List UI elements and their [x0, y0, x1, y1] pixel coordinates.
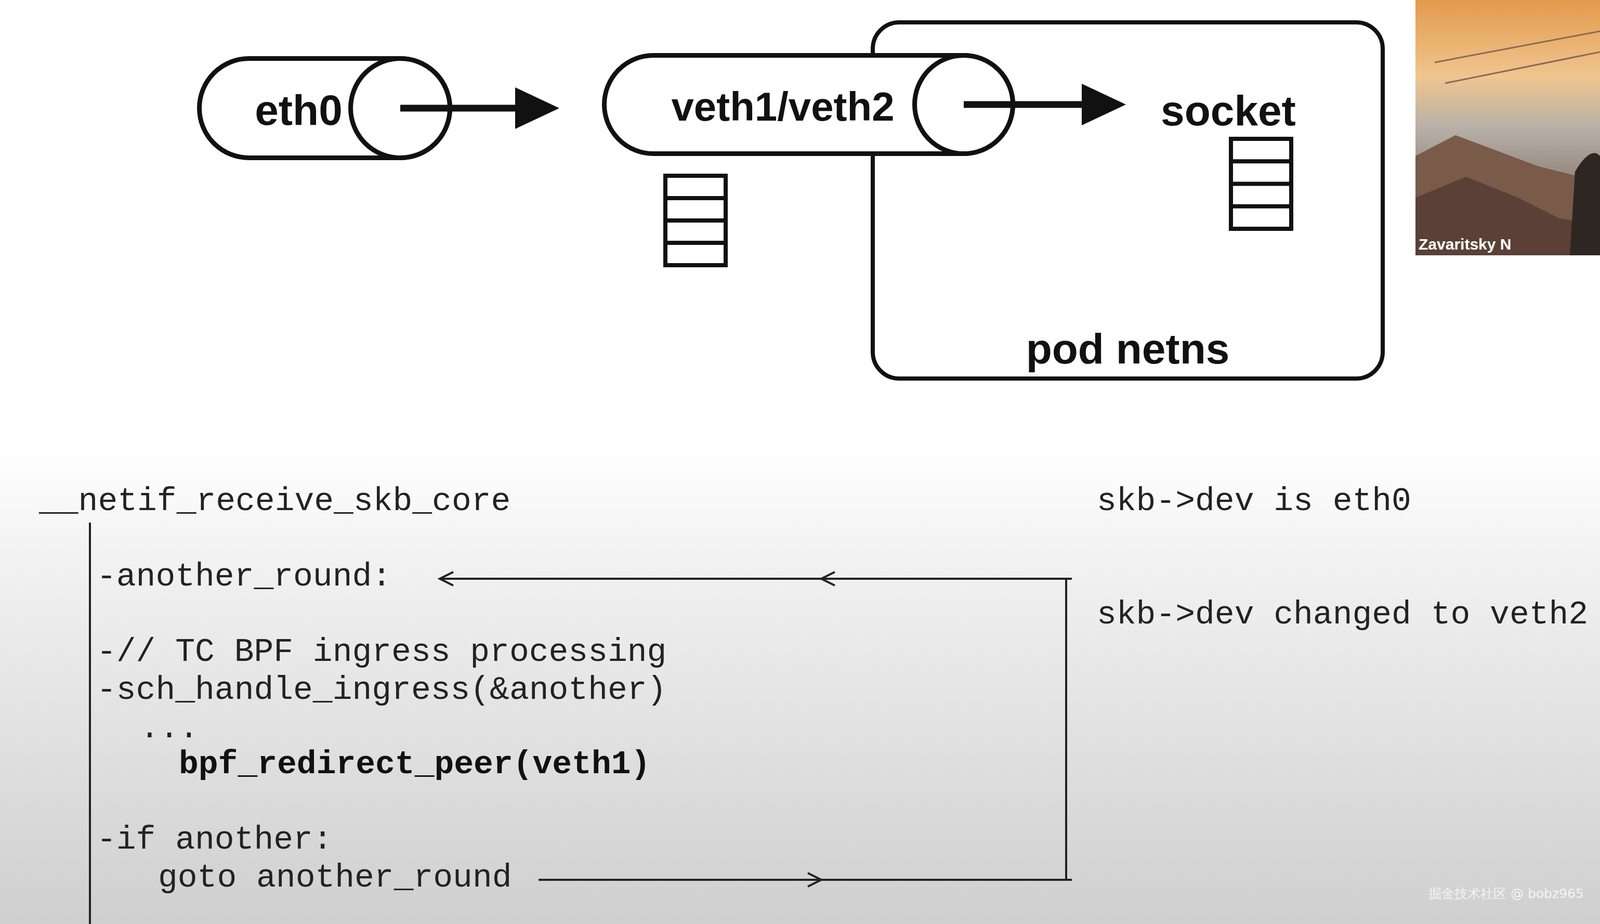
loop-line — [439, 577, 1067, 580]
interface-pipe: eth0 — [197, 56, 453, 161]
namespace-name: pod netns — [874, 327, 1381, 371]
queue-symbol — [1152, 87, 1304, 239]
flow-arrow — [963, 83, 1126, 126]
code-line: bpf_redirect_peer(veth1) — [178, 748, 651, 781]
queue-symbol — [665, 175, 726, 266]
code-line: -sch_handle_ingress(&another) — [96, 673, 667, 707]
code-flow-lines — [89, 522, 1072, 924]
loop-line — [1065, 578, 1068, 880]
webcam-frame — [1415, 0, 1600, 256]
code-background — [0, 447, 1600, 924]
code-ellipsis: ... — [139, 712, 199, 745]
code-tree-bar — [88, 522, 91, 924]
code-line: goto another_round — [158, 861, 513, 895]
webcam-bridge — [1434, 31, 1600, 84]
interface-name: veth1/veth2 — [601, 86, 964, 127]
flow-arrow — [400, 87, 560, 129]
webcam-image — [1415, 0, 1600, 256]
queue-slot — [1230, 204, 1292, 209]
interface-pipe: veth1/veth2 — [601, 53, 1016, 156]
arrow-shaft — [400, 105, 517, 112]
queue-slot — [665, 218, 726, 223]
socket-name: socket — [1152, 89, 1304, 133]
code-line: -another_round: — [96, 560, 392, 594]
socket-node: socket — [1152, 87, 1304, 239]
loop-corner — [1060, 577, 1072, 580]
loop-corner — [1060, 878, 1072, 881]
watermark: 掘金技术社区 @ bobz965 — [1428, 886, 1584, 900]
loop-chevron — [807, 872, 822, 887]
queue-symbol — [1230, 138, 1292, 229]
code-note: skb->dev is eth0 — [1096, 484, 1412, 518]
pipe-end — [350, 58, 451, 159]
interface-name: eth0 — [197, 88, 401, 132]
loop-chevron — [439, 571, 454, 586]
queue-slot — [1230, 181, 1292, 187]
code-comment: -// TC BPF ingress processing — [96, 635, 667, 669]
arrow-head — [515, 87, 560, 129]
queue-symbol — [665, 175, 726, 266]
code-line: __netif_receive_skb_core — [38, 484, 511, 518]
queue-slot — [665, 195, 726, 201]
loop-chevron — [821, 571, 835, 586]
code-line: -if another: — [96, 823, 333, 857]
webcam-hill — [1415, 135, 1600, 256]
queue-slot — [1230, 159, 1292, 164]
speaker-name: Zavaritsky N — [1418, 236, 1512, 253]
pipe-end — [914, 55, 1014, 154]
webcam-person — [1569, 152, 1600, 256]
arrow-shaft — [963, 101, 1083, 109]
code-note: skb->dev changed to veth2 — [1096, 598, 1589, 632]
queue-slot — [665, 240, 726, 245]
arrow-head — [1081, 83, 1126, 126]
loop-line — [538, 878, 1067, 881]
